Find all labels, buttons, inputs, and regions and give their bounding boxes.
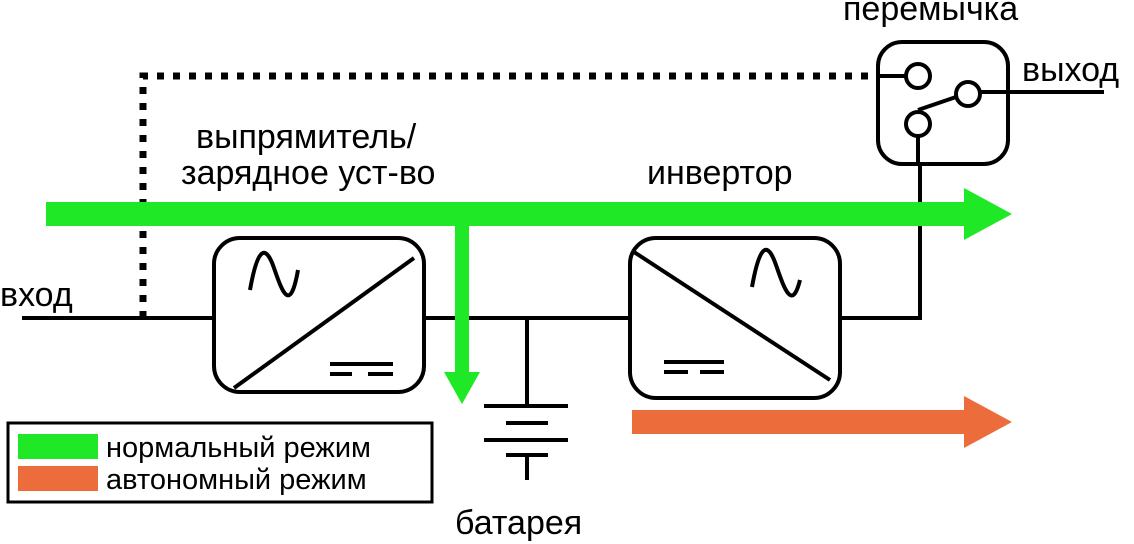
input-label: вход <box>0 276 73 314</box>
legend-swatch-normal <box>18 434 98 459</box>
rectifier-label-line2: зарядное уст-во <box>181 154 435 192</box>
legend: нормальный режим автономный режим <box>6 421 434 504</box>
transfer-switch-icon <box>876 40 1010 166</box>
bypass-label: перемычка <box>843 0 1018 28</box>
bypass-dotted-line <box>139 72 880 318</box>
output-label: выход <box>1022 51 1119 89</box>
rectifier-box <box>212 236 426 394</box>
battery-mode-arrow <box>632 396 1012 448</box>
inverter-box <box>628 236 842 400</box>
dc-bars-icon <box>330 362 393 376</box>
dc-bars-icon <box>664 360 724 374</box>
legend-label-battery: автономный режим <box>106 464 367 496</box>
inverter-label: инвертор <box>647 154 793 192</box>
legend-swatch-battery <box>18 466 98 491</box>
legend-label-normal: нормальный режим <box>106 432 371 464</box>
battery-symbol <box>484 404 568 480</box>
sine-wave-icon <box>750 247 802 298</box>
normal-mode-arrow <box>46 188 1012 404</box>
rectifier-label-line1: выпрямитель/ <box>196 118 417 156</box>
sine-wave-icon <box>248 250 300 298</box>
inverter-output-wire <box>840 133 922 320</box>
battery-label: батарея <box>455 504 582 542</box>
